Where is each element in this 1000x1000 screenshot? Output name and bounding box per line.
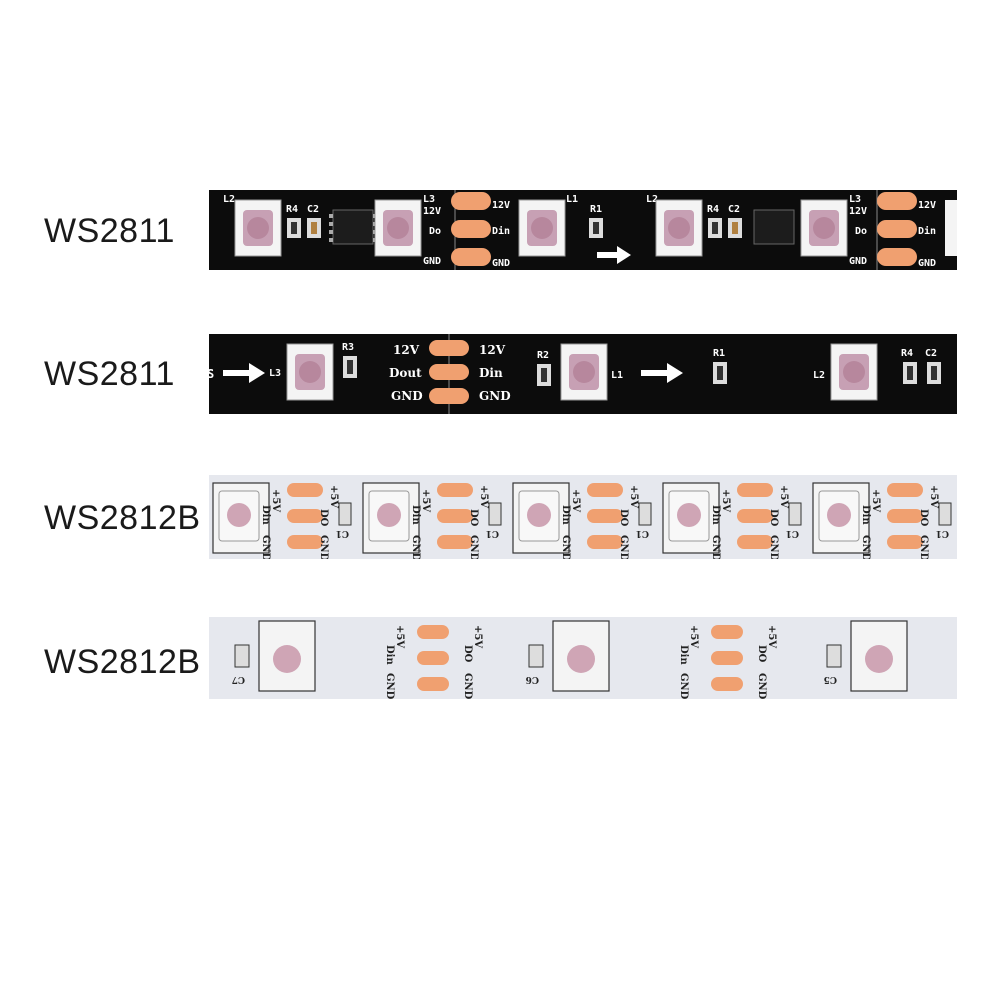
svg-text:GND: GND <box>391 389 423 403</box>
svg-text:GND: GND <box>462 673 473 699</box>
svg-text:GND: GND <box>423 256 441 267</box>
svg-text:12V: 12V <box>849 206 867 217</box>
svg-text:R1: R1 <box>590 204 602 215</box>
svg-text:R2: R2 <box>537 350 549 361</box>
solder-pads <box>451 192 491 266</box>
svg-text:C7: C7 <box>232 674 245 684</box>
ic-chip <box>329 209 377 245</box>
led-chip <box>518 199 566 257</box>
svg-text:L3: L3 <box>423 194 435 205</box>
silk-c2: C2 <box>307 204 319 215</box>
svg-text:GND: GND <box>678 673 689 699</box>
svg-text:12V: 12V <box>423 206 441 217</box>
svg-text:GND: GND <box>492 258 510 269</box>
led-chip <box>552 620 610 692</box>
led-strip-ws2811-black-1: L2 R4 C2 L3 12V Do GND 12V Din <box>209 190 957 270</box>
svg-text:GND: GND <box>918 258 936 269</box>
svg-text:12V: 12V <box>492 200 510 211</box>
svg-text:C1: C1 <box>336 528 349 538</box>
led-unit: +5V Din GND +5V DO GND C1 <box>212 482 352 559</box>
svg-text:Din: Din <box>492 225 510 237</box>
svg-text:Din: Din <box>678 645 689 665</box>
silk-l2: L2 <box>223 194 235 205</box>
svg-text:GND: GND <box>479 389 511 403</box>
row-label-ws2812b-1: WS2812B <box>44 499 201 537</box>
arrow-right-icon <box>641 363 683 383</box>
led-chip <box>830 343 878 401</box>
led-chip <box>800 199 848 257</box>
svg-text:+5V: +5V <box>328 485 339 508</box>
led-chip <box>850 620 908 692</box>
strip-4-drawing: C7 +5V Din GND +5V DO GND C6 +5V Din GND <box>209 617 957 699</box>
svg-text:DO: DO <box>756 645 767 663</box>
solder-pads <box>429 340 469 404</box>
svg-text:Din: Din <box>260 505 271 525</box>
svg-text:GND: GND <box>318 535 329 559</box>
svg-text:C6: C6 <box>526 674 539 684</box>
strip-1-drawing: L2 R4 C2 L3 12V Do GND 12V Din <box>209 190 957 270</box>
svg-text:DO: DO <box>462 645 473 663</box>
svg-text:L3: L3 <box>849 194 861 205</box>
svg-text:Do: Do <box>855 226 867 237</box>
svg-text:L1: L1 <box>611 370 623 381</box>
svg-text:L2: L2 <box>646 194 658 205</box>
led-chip <box>258 620 316 692</box>
row-label-ws2811-2: WS2811 <box>44 355 175 393</box>
svg-text:C5: C5 <box>824 674 837 684</box>
svg-text:+5V: +5V <box>394 625 405 648</box>
svg-text:Dout: Dout <box>389 366 422 380</box>
svg-text:C2: C2 <box>925 348 937 359</box>
svg-text:GND: GND <box>849 256 867 267</box>
svg-text:DO: DO <box>318 509 329 527</box>
led-chip <box>234 199 282 257</box>
svg-text:GND: GND <box>384 673 395 699</box>
svg-text:R4: R4 <box>901 348 913 359</box>
svg-text:R3: R3 <box>342 342 354 353</box>
svg-text:L3: L3 <box>269 368 281 379</box>
svg-text:R1: R1 <box>713 348 725 359</box>
arrow-right-icon <box>597 246 631 264</box>
svg-text:+5V: +5V <box>270 489 281 512</box>
svg-text:Din: Din <box>918 225 936 237</box>
led-strip-ws2812b-white-1: +5V Din GND +5V DO GND C1 <box>209 475 957 559</box>
svg-text:12V: 12V <box>918 200 936 211</box>
silk-r4: R4 <box>286 204 298 215</box>
row-label-ws2812b-2: WS2812B <box>44 643 201 681</box>
svg-text:Din: Din <box>384 645 395 665</box>
svg-text:12V: 12V <box>479 343 506 357</box>
led-chip <box>374 199 422 257</box>
svg-text:Din: Din <box>479 366 503 380</box>
svg-text:R4: R4 <box>707 204 719 215</box>
led-chip <box>560 343 608 401</box>
svg-text:Do: Do <box>429 226 441 237</box>
led-strip-ws2811-black-2: S L3 R3 12V Dout GND 12V Din GND R2 <box>209 334 957 414</box>
svg-text:+5V: +5V <box>472 625 483 648</box>
led-chip <box>655 199 703 257</box>
svg-text:GND: GND <box>756 673 767 699</box>
svg-text:L2: L2 <box>813 370 825 381</box>
svg-text:L1: L1 <box>566 194 578 205</box>
svg-text:GND: GND <box>260 535 271 559</box>
svg-text:+5V: +5V <box>766 625 777 648</box>
svg-text:C2: C2 <box>728 204 740 215</box>
svg-text:S: S <box>209 367 214 381</box>
row-label-ws2811-1: WS2811 <box>44 212 175 250</box>
arrow-right-icon <box>223 363 265 383</box>
svg-text:+5V: +5V <box>688 625 699 648</box>
strip-3-drawing: +5V Din GND +5V DO GND C1 <box>209 475 957 559</box>
svg-text:12V: 12V <box>393 343 420 357</box>
ic-chip <box>753 209 795 245</box>
led-strip-ws2812b-white-2: C7 +5V Din GND +5V DO GND C6 +5V Din GND <box>209 617 957 699</box>
led-chip <box>286 343 334 401</box>
strip-2-drawing: S L3 R3 12V Dout GND 12V Din GND R2 <box>209 334 957 414</box>
